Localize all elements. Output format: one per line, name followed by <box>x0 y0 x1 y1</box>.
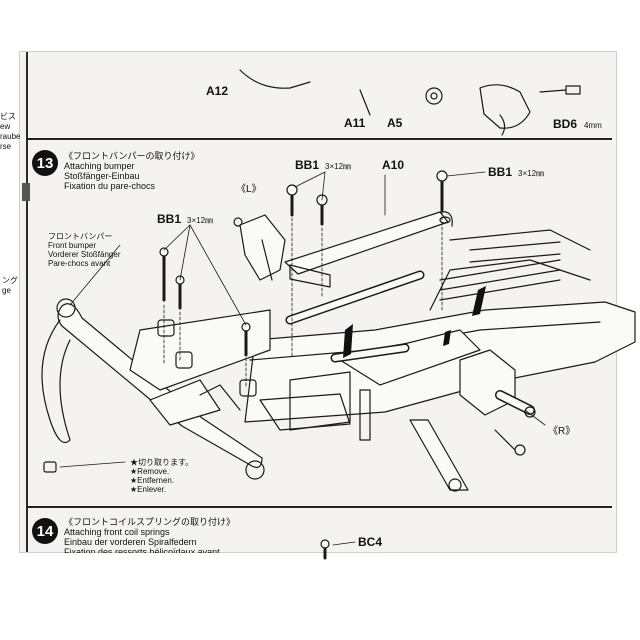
margin-fragment-4: rse <box>0 142 12 151</box>
a10-arm-drawing <box>284 211 453 288</box>
part-label-bd6: BD6 <box>553 117 578 131</box>
top-parts-drawing <box>239 69 581 136</box>
knuckle-right-drawing <box>409 349 536 492</box>
margin-fragment-1: ビス <box>0 112 16 121</box>
part-label-a10: A10 <box>382 158 405 172</box>
label-right-side: 《R》 <box>548 426 576 437</box>
margin-fragment-2: ew <box>0 122 11 131</box>
margin-tab-marker <box>22 183 30 201</box>
step-14-title: 《フロントコイルスプリングの取り付け》 Attaching front coil… <box>64 517 235 557</box>
page-margin-line <box>26 52 28 552</box>
front-bumper-callout: フロントバンパー Front bumper Vorderer Stoßfänge… <box>48 232 120 268</box>
section-divider-top <box>27 138 612 140</box>
margin-fragment-6: ge <box>2 286 11 295</box>
screws-drawing <box>159 170 448 560</box>
part-label-a5: A5 <box>387 116 403 130</box>
screw-size-bb1-top: 3×12㎜ <box>325 162 352 171</box>
front-bumper-fr: Pare-chocs avant <box>48 259 111 268</box>
remove-note: ★切り取ります。 ★Remove. ★Entfernen. ★Enlever. <box>130 458 193 494</box>
front-bumper-en: Front bumper <box>48 241 97 250</box>
step-13-title-jp: 《フロントバンパーの取り付け》 <box>64 151 200 161</box>
part-label-a12: A12 <box>206 84 229 98</box>
margin-fragment-5: ング <box>2 276 18 285</box>
screw-size-bb1-left: 3×12㎜ <box>187 216 214 225</box>
step-13-number: 13 <box>32 150 58 176</box>
step-13-title: 《フロントバンパーの取り付け》 Attaching bumper Stoßfän… <box>64 151 199 191</box>
part-label-a11: A11 <box>344 116 366 130</box>
screw-size-bb1-right: 3×12㎜ <box>518 169 545 178</box>
step-14-title-fr: Fixation des ressorts hélicoïdaux avant <box>64 547 220 557</box>
assembly-guide-lines <box>163 211 443 389</box>
front-bumper-drawing <box>41 298 271 480</box>
margin-fragment-3: raube <box>0 132 21 141</box>
front-bumper-jp: フロントバンパー <box>48 232 113 241</box>
leader-lines <box>59 171 546 546</box>
knuckle-left-drawing <box>233 214 286 281</box>
part-label-bd6-size: 4mm <box>584 121 602 130</box>
section-divider-bottom <box>27 506 612 508</box>
screw-label-bb1-right: BB1 <box>488 165 513 179</box>
remove-note-fr: ★Enlever. <box>130 485 167 494</box>
step-14-number: 14 <box>32 518 58 544</box>
remove-note-de: ★Entfernen. <box>130 476 175 485</box>
step-13-title-en: Attaching bumper <box>64 161 135 171</box>
step-13-title-de: Stoßfänger-Einbau <box>64 171 140 181</box>
part-label-bc4: BC4 <box>358 535 383 549</box>
step-14-title-de: Einbau der vorderen Spiralfedern <box>64 537 197 547</box>
step-14-title-jp: 《フロントコイルスプリングの取り付け》 <box>64 517 236 527</box>
screw-label-bb1-top: BB1 <box>295 158 320 172</box>
step-14-title-en: Attaching front coil springs <box>64 527 170 537</box>
manual-page <box>20 52 616 552</box>
step-13-title-fr: Fixation du pare-chocs <box>64 181 156 191</box>
remove-note-jp: ★切り取ります。 <box>130 458 194 467</box>
label-left-side: 《L》 <box>236 184 262 195</box>
remove-note-en: ★Remove. <box>130 467 170 476</box>
screw-label-bb1-left: BB1 <box>157 212 182 226</box>
front-bumper-de: Vorderer Stoßfänger <box>48 250 121 259</box>
direction-arrows <box>343 286 486 358</box>
